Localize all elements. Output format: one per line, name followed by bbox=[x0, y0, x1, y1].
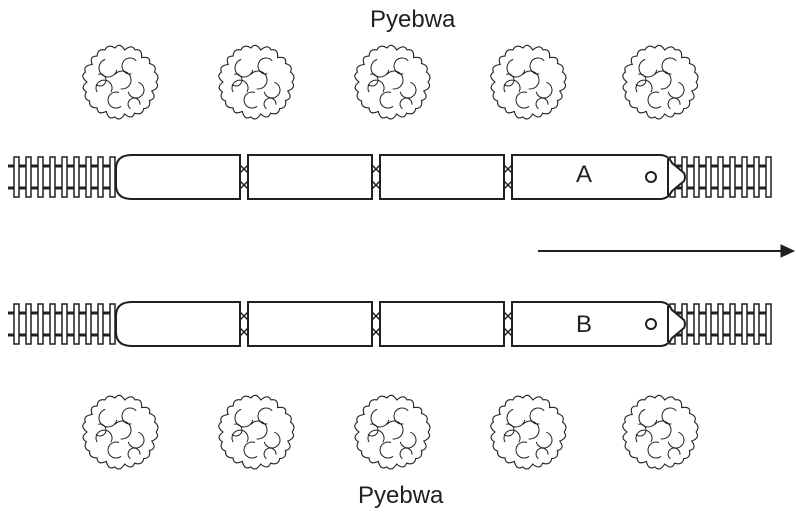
train-b bbox=[115, 301, 686, 347]
tree-icon bbox=[354, 44, 431, 120]
tree-icon bbox=[490, 44, 567, 120]
tree-icon bbox=[622, 44, 699, 120]
rear-car bbox=[115, 301, 241, 347]
train-a-letter: A bbox=[576, 161, 593, 188]
middle-car bbox=[247, 154, 373, 200]
coupler bbox=[239, 164, 249, 190]
middle-car bbox=[247, 301, 373, 347]
coupler bbox=[503, 311, 513, 337]
bottom-trees-label: Pyebwa bbox=[358, 482, 444, 509]
middle-car bbox=[379, 154, 505, 200]
headlight bbox=[645, 171, 657, 183]
tree-icon bbox=[218, 394, 295, 470]
tree-icon bbox=[82, 44, 159, 120]
rear-car bbox=[115, 154, 241, 200]
tree-icon bbox=[354, 394, 431, 470]
arrow-right-icon bbox=[538, 244, 796, 258]
coupler bbox=[371, 311, 381, 337]
locomotive bbox=[511, 154, 686, 200]
train-a bbox=[115, 154, 686, 200]
tree-icon bbox=[622, 394, 699, 470]
tree-icon bbox=[218, 44, 295, 120]
coupler bbox=[239, 311, 249, 337]
middle-car bbox=[379, 301, 505, 347]
headlight bbox=[645, 318, 657, 330]
locomotive bbox=[511, 301, 686, 347]
tree-icon bbox=[82, 394, 159, 470]
tree-icon bbox=[490, 394, 567, 470]
coupler bbox=[503, 164, 513, 190]
coupler bbox=[371, 164, 381, 190]
top-trees-label: Pyebwa bbox=[370, 6, 456, 33]
train-b-letter: B bbox=[576, 311, 593, 338]
